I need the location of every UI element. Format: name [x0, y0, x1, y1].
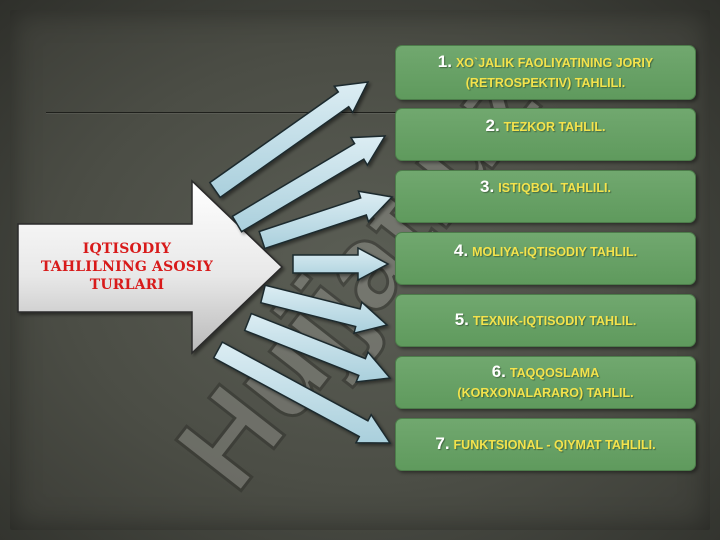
item-label: TEZKOR TAHLIL. — [503, 120, 606, 134]
item-number: 3. — [480, 177, 495, 196]
main-topic-label: IQTISODIY TAHLILNING ASOSIY TURLARI — [22, 232, 232, 302]
item-label-line-2: (KORXONALARARO) TAHLIL. — [457, 386, 634, 400]
connector-arrow-7 — [212, 341, 392, 444]
connector-arrow-5 — [259, 284, 389, 335]
analysis-type-box-7: 7.FUNKTSIONAL - QIYMAT TAHLILI. — [395, 418, 696, 471]
main-label-line-2: TAHLILNING ASOSIY — [40, 259, 214, 275]
item-number: 1. — [437, 52, 452, 71]
item-number: 7. — [435, 434, 450, 453]
item-label: TAQQOSLAMA — [509, 366, 600, 380]
item-number: 2. — [485, 116, 500, 135]
item-number: 5. — [454, 310, 469, 329]
main-label-line-3: TURLARI — [89, 277, 165, 293]
item-label: ISTIQBOL TAHLILI. — [498, 181, 611, 195]
main-arrow — [17, 179, 284, 355]
analysis-type-box-6: 6.TAQQOSLAMA (KORXONALARARO) TAHLIL. — [395, 356, 696, 409]
analysis-type-box-4: 4.MOLIYA-IQTISODIY TAHLIL. — [395, 232, 696, 285]
item-label: FUNKTSIONAL - QIYMAT TAHLILI. — [453, 438, 656, 452]
item-number: 6. — [491, 362, 506, 381]
connector-arrow-6 — [243, 312, 392, 383]
analysis-type-box-3: 3.ISTIQBOL TAHLILI. — [395, 170, 696, 223]
connector-arrow-3 — [258, 190, 394, 250]
item-label-line-2: (RETROSPEKTIV) TAHLILI. — [465, 76, 626, 90]
item-label: XO`JALIK FAOLIYATINING JORIY — [455, 56, 654, 70]
analysis-type-box-2: 2.TEZKOR TAHLIL. — [395, 108, 696, 161]
analysis-type-box-1: 1.XO`JALIK FAOLIYATINING JORIY (RETROSPE… — [395, 45, 696, 100]
connector-arrow-4 — [292, 246, 390, 282]
item-label: MOLIYA-IQTISODIY TAHLIL. — [472, 245, 638, 259]
analysis-type-box-5: 5.TEXNIK-IQTISODIY TAHLIL. — [395, 294, 696, 347]
main-label-line-1: IQTISODIY — [82, 241, 172, 257]
connector-arrows — [208, 81, 394, 444]
item-label: TEXNIK-IQTISODIY TAHLIL. — [472, 314, 637, 328]
connector-arrow-1 — [208, 81, 370, 199]
connector-arrow-2 — [231, 135, 387, 233]
divider-line — [46, 112, 396, 113]
item-number: 4. — [453, 241, 469, 260]
